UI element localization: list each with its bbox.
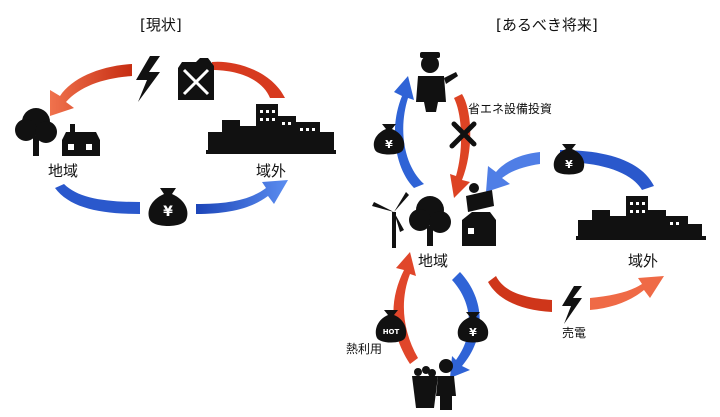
hot-bag-icon xyxy=(375,310,407,343)
solar-house-icon xyxy=(462,183,496,246)
fuel-can-icon xyxy=(178,58,214,100)
blue-arrow-outside-inflow xyxy=(560,150,654,190)
lightning-icon xyxy=(562,286,582,324)
blue-arrow-heat-down xyxy=(450,272,480,378)
red-arrow-electricity-out xyxy=(488,276,552,312)
tree-icon xyxy=(15,108,57,156)
heat-use-label: 熱利用 xyxy=(346,342,383,356)
house-icon xyxy=(62,124,100,156)
right-region-label: 地域 xyxy=(418,252,449,270)
city-skyline-icon xyxy=(576,196,706,240)
yen-bag-icon xyxy=(148,188,188,226)
yen-bag-icon xyxy=(373,124,405,155)
worker-icon xyxy=(416,52,458,112)
tools-icon xyxy=(449,121,477,149)
right-outside-label: 域外 xyxy=(628,252,659,270)
blue-arrow-inflow-left xyxy=(55,184,140,214)
city-skyline-icon xyxy=(206,104,336,154)
wind-turbine-icon xyxy=(372,192,409,248)
yen-symbol: ¥ xyxy=(163,204,173,220)
tree-icon xyxy=(409,196,451,246)
red-arrow-electricity-out-head xyxy=(590,276,664,310)
yen-symbol: ¥ xyxy=(565,158,573,171)
red-arrow-loop-down xyxy=(450,94,471,198)
yen-symbol: ¥ xyxy=(469,326,477,339)
person-basket-icon xyxy=(412,359,456,410)
yen-bag-icon xyxy=(553,144,585,175)
yen-symbol: ¥ xyxy=(385,138,393,151)
left-panel-title: [現状] xyxy=(140,16,182,34)
investment-label: 省エネ設備投資 xyxy=(468,102,553,116)
blue-arrow-inflow-right xyxy=(196,180,288,214)
red-arrow-outflow xyxy=(212,61,285,98)
electricity-sale-label: 売電 xyxy=(562,326,587,340)
red-arrow-heat-up xyxy=(393,252,418,364)
red-arrow-outflow-left xyxy=(50,64,132,116)
right-panel-title: [あるべき将来] xyxy=(496,16,598,34)
blue-arrow-outside-inflow-head xyxy=(486,152,540,192)
blue-arrow-loop-up xyxy=(394,76,424,188)
hot-text: HOT xyxy=(383,328,400,336)
left-outside-label: 域外 xyxy=(256,162,287,180)
yen-bag-icon xyxy=(457,312,489,343)
left-region-label: 地域 xyxy=(48,162,79,180)
lightning-icon xyxy=(136,56,160,102)
